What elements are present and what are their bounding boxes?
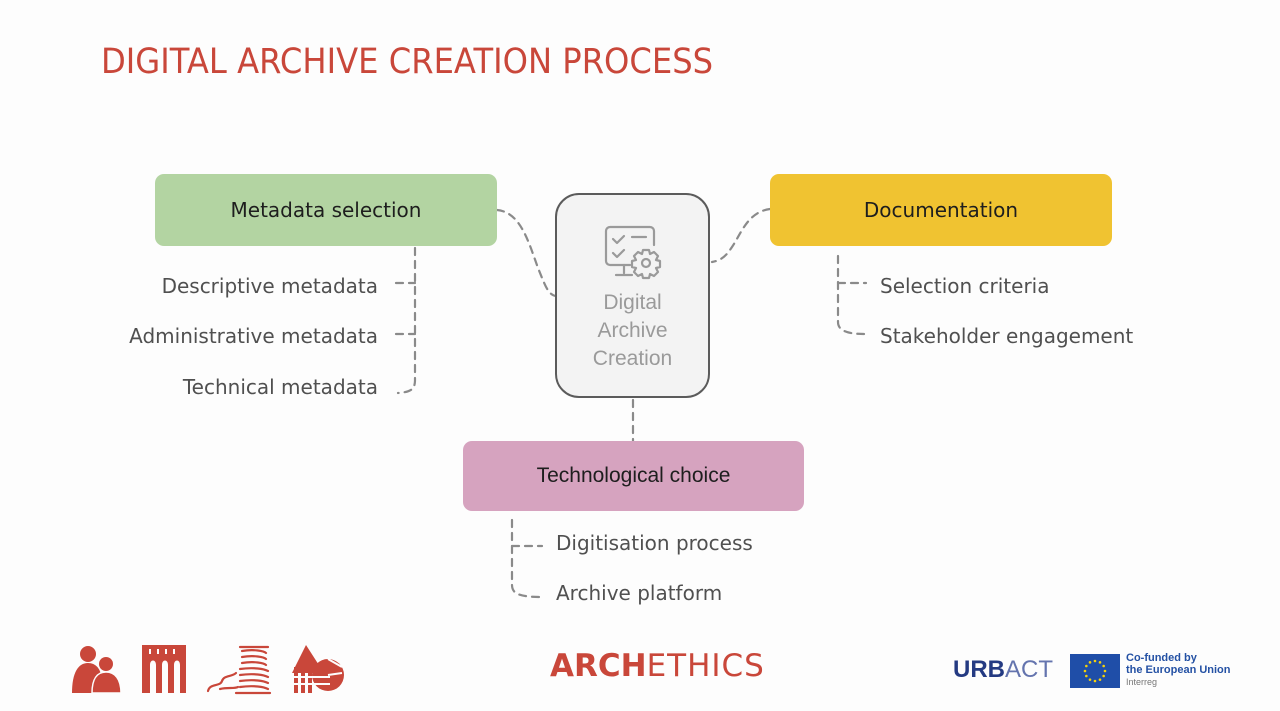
- archive-platform-item: Archive platform: [556, 581, 723, 605]
- brand-part-1: ARCH: [550, 648, 647, 684]
- urbact-part-1: URB: [953, 656, 1005, 683]
- urbact-part-2: ACT: [1005, 656, 1053, 683]
- eu-star: [1083, 669, 1087, 673]
- metadata-selection-node: Metadata selection: [155, 174, 497, 246]
- eu-line-2: the European Union: [1126, 664, 1231, 676]
- central-label-line-1: Digital: [603, 291, 662, 314]
- archethics-logo: ARCHETHICS: [550, 648, 765, 684]
- eu-star: [1102, 664, 1105, 668]
- eu-star: [1085, 674, 1088, 678]
- eu-star: [1088, 661, 1092, 664]
- eu-line-1: Co-funded by: [1126, 652, 1197, 664]
- eu-star: [1093, 679, 1097, 683]
- eu-star: [1098, 661, 1102, 664]
- technical-metadata-item: Technical metadata: [182, 375, 378, 399]
- connector-documentation-center: [710, 207, 772, 264]
- eu-star: [1093, 659, 1097, 663]
- eu-star: [1085, 664, 1088, 668]
- metadata-selection-label: Metadata selection: [230, 198, 422, 222]
- eu-star: [1088, 678, 1092, 681]
- thread-spool-icon: [206, 645, 272, 695]
- shapes-weave-icon: [292, 645, 344, 693]
- brand-part-2: ETHICS: [646, 648, 765, 684]
- selection-criteria-item: Selection criteria: [880, 274, 1050, 298]
- central-label-line-3: Creation: [592, 347, 673, 370]
- digitisation-process-item: Digitisation process: [556, 531, 753, 555]
- connector-technology-trunk: [510, 518, 544, 599]
- footer-icon-row: [70, 643, 346, 695]
- technological-choice-label: Technological choice: [536, 464, 731, 487]
- central-node-label: Digital Archive Creation: [593, 289, 672, 373]
- checklist-monitor-gear-icon: [604, 225, 661, 280]
- administrative-metadata-item: Administrative metadata: [129, 324, 378, 348]
- eu-line-3: Interreg: [1126, 677, 1158, 687]
- connector-metadata-trunk: [396, 246, 417, 395]
- documentation-label: Documentation: [863, 198, 1019, 222]
- technological-choice-node: Technological choice: [463, 441, 804, 511]
- descriptive-metadata-item: Descriptive metadata: [161, 274, 378, 298]
- documentation-node: Documentation: [770, 174, 1112, 246]
- eu-cofunded-label: Co-funded by the European Union Interreg: [1126, 652, 1231, 688]
- eu-star: [1102, 674, 1105, 678]
- urbact-logo: URBACT: [953, 656, 1053, 684]
- eu-star: [1103, 669, 1107, 673]
- connector-documentation-trunk: [836, 254, 866, 336]
- central-node: Digital Archive Creation: [555, 193, 710, 398]
- eu-star: [1098, 678, 1102, 681]
- stakeholder-engagement-item: Stakeholder engagement: [880, 324, 1134, 348]
- arcade-building-icon: [142, 645, 186, 693]
- central-label-line-2: Archive: [597, 319, 668, 342]
- eu-flag-icon: [1070, 654, 1120, 688]
- slide-title: DIGITAL ARCHIVE CREATION PROCESS: [101, 42, 714, 82]
- connector-metadata-center: [495, 208, 558, 298]
- people-icon: [72, 646, 122, 694]
